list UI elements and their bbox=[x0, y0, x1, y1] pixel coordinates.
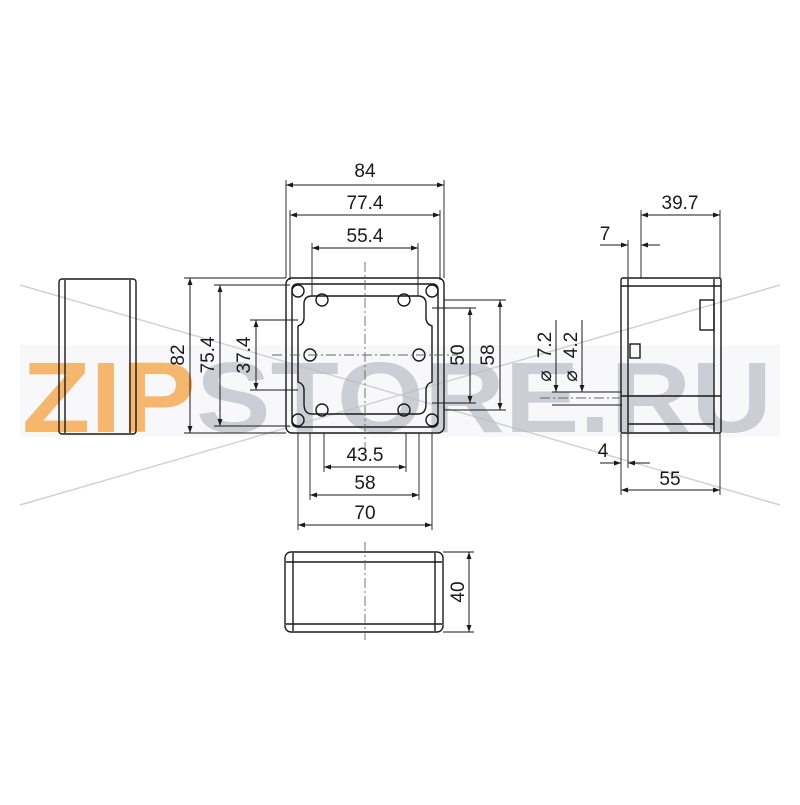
section-view bbox=[620, 277, 722, 434]
dim-55: 55 bbox=[659, 469, 680, 490]
dim-39-7: 39.7 bbox=[662, 193, 699, 214]
watermark-diagonal-2 bbox=[19, 284, 781, 506]
left-side-body bbox=[58, 278, 137, 435]
dim-4: 4 bbox=[598, 441, 609, 462]
screw-hole-bottom-left bbox=[315, 403, 329, 417]
watermark-prefix: ZIP bbox=[22, 342, 196, 454]
corner-screw-top-right bbox=[425, 284, 439, 298]
section-rib bbox=[699, 299, 715, 331]
center-lines bbox=[272, 262, 625, 640]
dim-75-4: 75.4 bbox=[198, 336, 219, 373]
dim-50: 50 bbox=[448, 344, 469, 365]
dim-84: 84 bbox=[354, 161, 376, 182]
dim-37-4: 37.4 bbox=[234, 336, 255, 373]
section-outer-body bbox=[620, 277, 722, 434]
dim-43-5: 43.5 bbox=[347, 445, 384, 466]
dim-7: 7 bbox=[600, 224, 611, 245]
watermark-band bbox=[20, 345, 780, 437]
dim-55-4: 55.4 bbox=[347, 226, 384, 247]
corner-screw-bottom-left bbox=[291, 413, 305, 427]
left-side-view bbox=[58, 278, 137, 435]
dim-hole-7-2: 7.2 bbox=[535, 332, 556, 358]
dim-70: 70 bbox=[354, 503, 375, 524]
dimension-lines bbox=[187, 182, 720, 632]
front-seal-groove bbox=[297, 295, 433, 415]
dim-58-right: 58 bbox=[478, 344, 499, 365]
diameter-symbol-7-2: ⌀ bbox=[535, 370, 556, 381]
screw-hole-bottom-right bbox=[397, 403, 411, 417]
screw-hole-top-right bbox=[397, 293, 411, 307]
dimension-labels: 84 77.4 55.4 82 75.4 37.4 50 58 43.5 58 … bbox=[168, 161, 698, 603]
dim-82: 82 bbox=[168, 344, 189, 365]
diameter-symbol-4-2: ⌀ bbox=[561, 370, 582, 381]
dim-77-4: 77.4 bbox=[347, 193, 384, 214]
section-boss bbox=[629, 343, 641, 359]
dim-40: 40 bbox=[448, 581, 469, 602]
corner-screw-bottom-right bbox=[425, 413, 439, 427]
bottom-view-body bbox=[284, 551, 444, 633]
bottom-view bbox=[284, 551, 444, 633]
dim-hole-4-2: 4.2 bbox=[561, 332, 582, 358]
corner-screw-top-left bbox=[291, 284, 305, 298]
screw-hole-top-left bbox=[315, 293, 329, 307]
dim-58-bottom: 58 bbox=[354, 473, 375, 494]
